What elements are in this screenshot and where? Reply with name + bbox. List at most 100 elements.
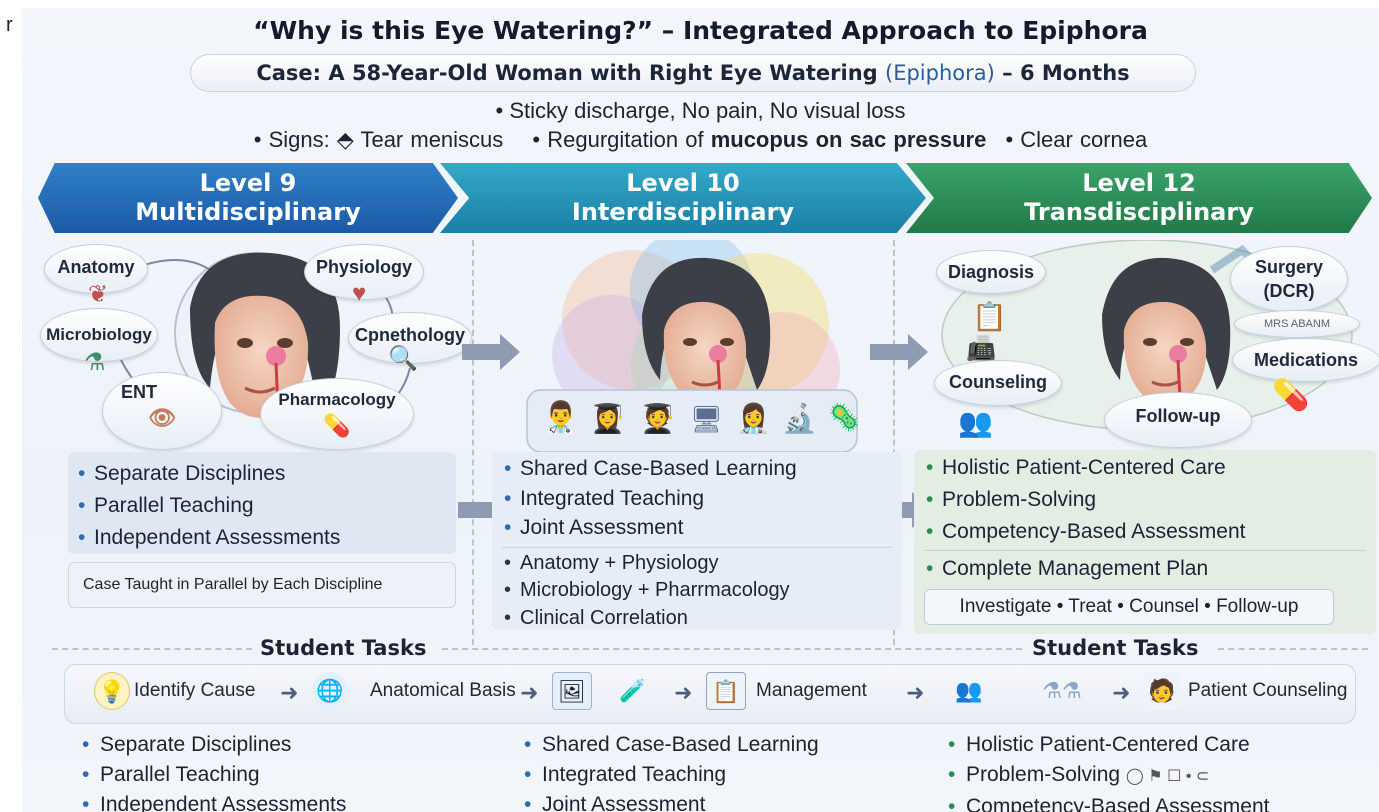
list-item: Competency-Based Assessment — [946, 792, 1269, 812]
level-10-banner: Level 10 Interdisciplinary — [440, 163, 926, 233]
surgery-bubble: Surgery(DCR) — [1230, 246, 1348, 312]
list-item: Problem-Solving — [924, 484, 1366, 516]
ent-bubble: ENT👁 — [102, 372, 222, 450]
bottom-list-transdisciplinary: Holistic Patient-Centered Care Problem-S… — [946, 730, 1269, 812]
lung-icon: ❦ — [88, 281, 109, 308]
followup-bubble: Follow-up — [1104, 392, 1252, 448]
flow-arrow — [870, 334, 928, 370]
divider — [52, 648, 252, 650]
management-steps: Investigate • Treat • Counsel • Follow-u… — [924, 589, 1334, 625]
level-12-panel: Holistic Patient-Centered Care Problem-S… — [914, 450, 1376, 634]
signs-regurgitation: • Regurgitation of mucopus on sac pressu… — [532, 127, 987, 152]
list-item: Parallel Teaching — [80, 760, 346, 790]
list-item: Parallel Teaching — [76, 490, 448, 522]
arrow-right-icon: ➜ — [674, 680, 693, 705]
medications-bubble: Medications — [1232, 338, 1379, 382]
cpnethology-bubble: Cpnethology — [348, 312, 472, 364]
pill-icon: 💊 — [323, 413, 351, 438]
case-paren: (Epiphora) — [885, 61, 995, 85]
anatomy-bubble: Anatomy — [44, 244, 148, 294]
level-9-name: Multidisciplinary — [135, 198, 361, 226]
list-item: Joint Assessment — [522, 790, 819, 812]
list-item: Integrated Teaching — [522, 760, 819, 790]
signs-cornea: • Clear cornea — [1005, 127, 1148, 152]
list-item: Microbiology + Pharrmacology — [502, 577, 892, 605]
virus-icon: 🦠 — [828, 402, 861, 432]
heart-icon: ♥ — [352, 280, 367, 307]
level-10-number: Level 10 — [626, 169, 740, 197]
list-item: Holistic Patient-Centered Care — [924, 452, 1366, 484]
list-item: Independent Assessments — [80, 790, 346, 812]
level-10-illustration — [526, 240, 858, 453]
label-tag: MRS ABANM — [1234, 310, 1360, 338]
list-item: Clinical Correlation — [502, 605, 892, 633]
divider — [442, 648, 1022, 650]
list-item: Competency-Based Assessment — [924, 516, 1366, 548]
monitor-icon: 🖥 — [690, 404, 724, 434]
column-divider — [472, 240, 474, 645]
level-12-name: Transdisciplinary — [1024, 198, 1254, 226]
level-9-number: Level 9 — [199, 169, 297, 197]
task-patient-counseling: Patient Counseling — [1188, 680, 1348, 701]
magnifier-icon: 🔍 — [388, 345, 418, 372]
task-anatomical-basis: Anatomical Basis — [370, 680, 516, 701]
lab-tools-icon: 🧪 — [619, 678, 647, 703]
lab-flasks-icon: ⚗⚗ — [1042, 678, 1082, 703]
case-prefix: Case: A 58-Year-Old Woman with Right Eye… — [256, 61, 878, 85]
doctor-icon: 👨‍⚕️ — [542, 401, 580, 434]
counseling-icon: 👥 — [958, 407, 993, 438]
clinician-icon: 👩‍⚕️ — [736, 403, 771, 434]
problem-solving-icons: ◯ ⚑ ☐ • ⊂ — [1125, 768, 1210, 785]
arrow-right-icon: ➜ — [280, 680, 299, 705]
list-item: Joint Assessment — [502, 513, 892, 543]
diagnosis-bubble: Diagnosis — [936, 250, 1046, 294]
list-item: Separate Disciplines — [80, 730, 346, 760]
student-icon: 🧑‍🎓 — [640, 403, 675, 434]
signs-meniscus: • Signs: ⬘ Tear meniscus — [253, 127, 504, 152]
students-icon: 👩‍🎓 — [590, 403, 625, 434]
signs-line: • Signs: ⬘ Tear meniscus • Regurgitation… — [22, 127, 1379, 153]
ear-exam-icon: 👁 — [148, 405, 176, 430]
list-item: Anatomy + Physiology — [502, 550, 892, 578]
student-tasks-heading: Student Tasks — [1032, 636, 1199, 660]
page-title: “Why is this Eye Watering?” – Integrated… — [253, 16, 1148, 45]
student-tasks-heading: Student Tasks — [260, 636, 427, 660]
chart-report-icon: 📋 — [972, 301, 1007, 332]
symptoms-line: • Sticky discharge, No pain, No visual l… — [495, 98, 906, 123]
pharmacology-bubble: Pharmacology💊 — [260, 378, 414, 450]
device-icon: 📠 — [966, 335, 996, 362]
bottom-list-multidisciplinary: Separate Disciplines Parallel Teaching I… — [80, 730, 346, 812]
list-item: Independent Assessments — [76, 522, 448, 554]
flow-arrow — [462, 334, 520, 370]
globe-icon: 🌐 — [312, 672, 348, 710]
column-divider — [893, 240, 895, 645]
task-management: Management — [756, 680, 867, 701]
divider — [1218, 648, 1368, 650]
level-10-panel: Shared Case-Based Learning Integrated Te… — [492, 452, 902, 633]
level-9-banner: Level 9 Multidisciplinary — [38, 163, 458, 233]
level-12-banner: Level 12 Transdisciplinary — [906, 163, 1372, 233]
case-box: Case: A 58-Year-Old Woman with Right Eye… — [190, 54, 1196, 92]
case-suffix: – 6 Months — [1002, 61, 1130, 85]
level-9-note: Case Taught in Parallel by Each Discipli… — [68, 562, 456, 608]
level-10-name: Interdisciplinary — [571, 198, 795, 226]
counseling-bubble: Counseling — [934, 360, 1062, 406]
level-12-number: Level 12 — [1082, 169, 1196, 197]
management-plan: Complete Management Plan — [924, 553, 1366, 585]
consultation-icon: 👥 — [955, 678, 983, 703]
microbiology-bubble: Microbiology — [40, 308, 158, 362]
list-item: Separate Disciplines — [76, 458, 448, 490]
level-9-panel: Separate Disciplines Parallel Teaching I… — [68, 452, 456, 554]
list-item: Shared Case-Based Learning — [502, 454, 892, 484]
stray-character: r — [6, 14, 13, 36]
arrow-right-icon: ➜ — [906, 680, 925, 705]
lightbulb-icon: 💡 — [94, 672, 130, 710]
bottom-list-interdisciplinary: Shared Case-Based Learning Integrated Te… — [522, 730, 819, 812]
list-item: Holistic Patient-Centered Care — [946, 730, 1269, 760]
task-identify-cause: Identify Cause — [134, 680, 256, 701]
medicine-bottles-icon: 💊 — [1272, 379, 1310, 412]
patient-icon: 🧑 — [1144, 672, 1180, 710]
screen-icon: 🖼 — [552, 672, 592, 710]
arrow-right-icon: ➜ — [1112, 680, 1131, 705]
arrow-right-icon: ➜ — [520, 680, 539, 705]
